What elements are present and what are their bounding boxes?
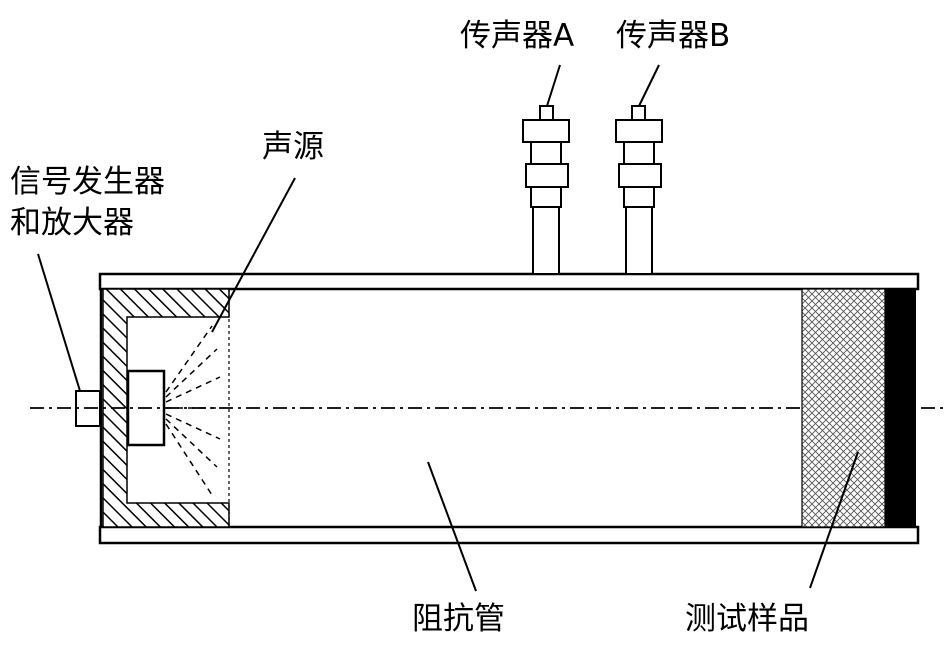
leader-signal-generator: [37, 253, 81, 392]
leader-lines: [37, 64, 859, 592]
label-sound-source: 声源: [262, 129, 324, 165]
porous-sample: [801, 288, 886, 528]
leader-impedance-tube: [427, 461, 477, 592]
leader-mic-b: [638, 64, 660, 107]
leader-sound-source: [211, 177, 296, 333]
microphone-a: [522, 105, 570, 275]
impedance-tube-body: [98, 272, 920, 545]
label-mic-b: 传声器B: [616, 18, 731, 54]
test-sample: [801, 288, 916, 528]
label-signal-generator-line2: 和放大器: [10, 205, 134, 241]
source-enclosure: [102, 288, 230, 528]
label-test-sample: 测试样品: [685, 601, 809, 637]
label-mic-a: 传声器A: [460, 18, 575, 54]
microphone-b: [615, 105, 663, 275]
leader-mic-a: [546, 64, 561, 107]
tube-top-wall: [98, 272, 920, 291]
rigid-backing: [885, 289, 916, 527]
loudspeaker: [126, 325, 222, 496]
label-impedance-tube: 阻抗管: [412, 601, 505, 637]
sound-radiation-lines: [165, 325, 222, 496]
tube-bottom-wall: [98, 525, 920, 545]
leader-test-sample: [809, 451, 859, 589]
label-signal-generator-line1: 信号发生器: [10, 164, 165, 200]
